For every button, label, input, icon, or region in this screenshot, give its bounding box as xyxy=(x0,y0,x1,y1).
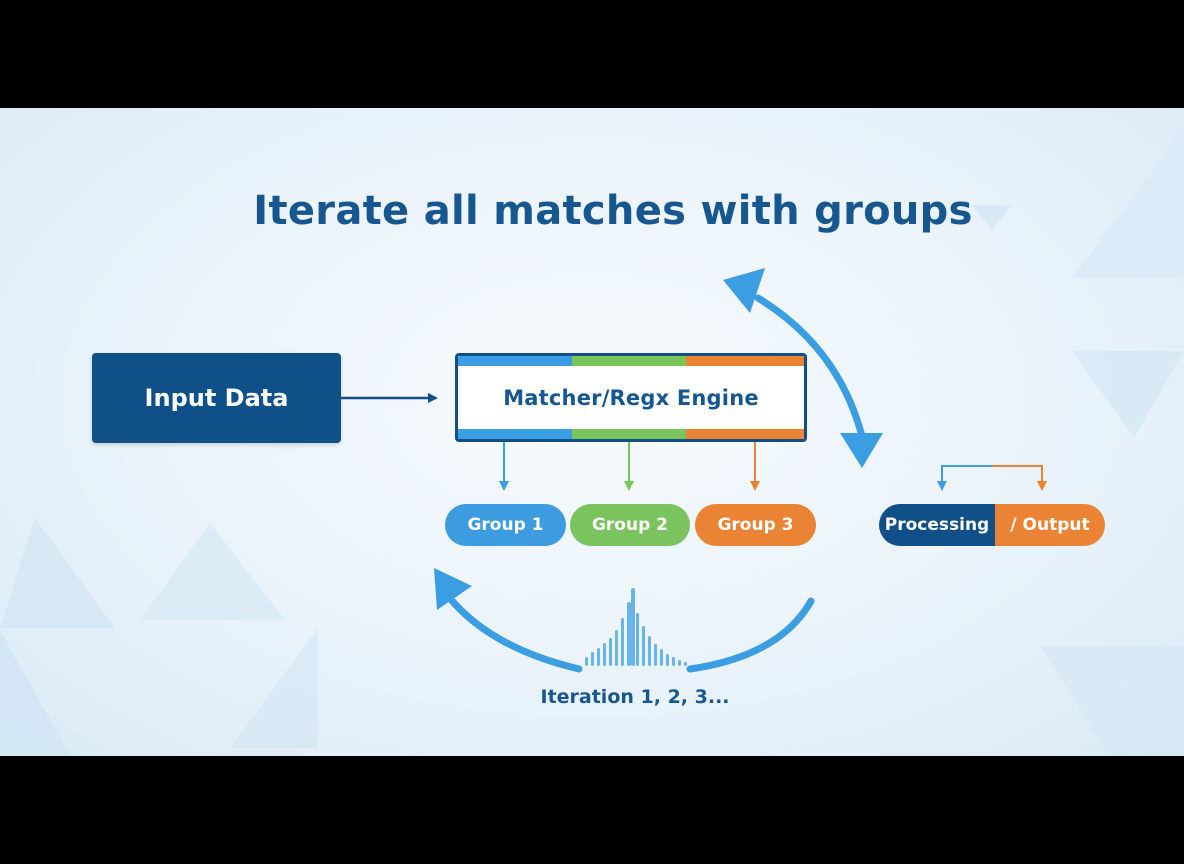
processing-output-pill: Processing / Output xyxy=(879,504,1105,546)
engine-bottom-stripe xyxy=(458,429,804,439)
group-1-pill: Group 1 xyxy=(445,504,566,546)
matcher-engine-box: Matcher/Regx Engine xyxy=(455,353,807,442)
input-data-label: Input Data xyxy=(144,384,289,412)
diagram-canvas: Iterate all matches with groups Input Da… xyxy=(0,108,1184,756)
input-data-box: Input Data xyxy=(92,353,341,443)
engine-top-stripe xyxy=(458,356,804,366)
iteration-label: Iteration 1, 2, 3... xyxy=(540,686,730,708)
diagram-title: Iterate all matches with groups xyxy=(253,188,973,234)
letterbox-top xyxy=(0,0,1184,108)
matcher-engine-label: Matcher/Regx Engine xyxy=(503,385,759,410)
group-3-pill: Group 3 xyxy=(695,504,816,546)
background-triangles xyxy=(0,128,1184,756)
group-2-pill: Group 2 xyxy=(570,504,690,546)
processing-label: Processing xyxy=(879,504,995,546)
letterbox-bottom xyxy=(0,756,1184,864)
output-label: / Output xyxy=(995,504,1105,546)
